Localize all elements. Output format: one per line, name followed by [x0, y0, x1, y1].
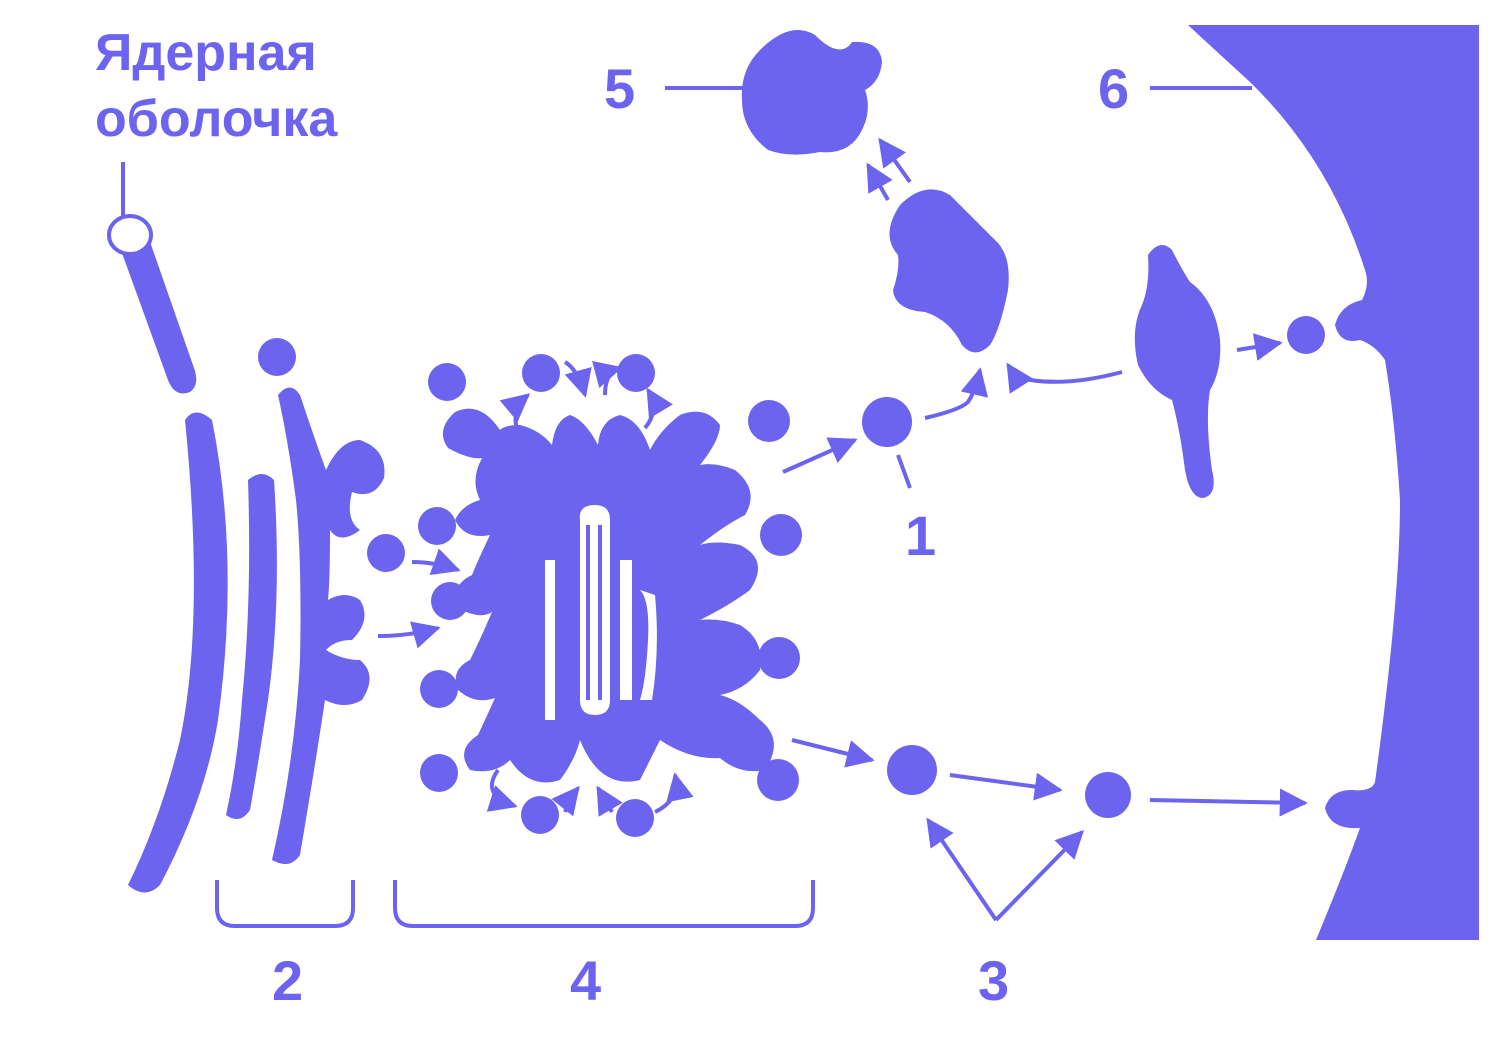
label-2: 2	[272, 949, 303, 1012]
label-3: 3	[978, 949, 1009, 1012]
vesicle-flow-arrows	[377, 360, 694, 817]
golgi-apparatus	[367, 354, 802, 837]
nuclear-envelope	[107, 162, 197, 394]
lysosome	[665, 30, 882, 155]
label-5: 5	[604, 57, 635, 120]
secretory-granule	[889, 189, 1009, 353]
nuclear-envelope-title-line2: оболочка	[95, 90, 338, 148]
secretory-arrows	[782, 137, 1308, 922]
secretory-vesicle-elongated	[1134, 245, 1221, 498]
label-1: 1	[905, 504, 936, 567]
endoplasmic-reticulum	[128, 338, 385, 893]
bracket-4	[393, 880, 815, 928]
plasma-membrane	[1150, 25, 1479, 940]
vesicle-1	[862, 397, 912, 489]
label-4: 4	[570, 949, 601, 1012]
transport-vesicles	[887, 316, 1325, 818]
nuclear-envelope-title-line1: Ядерная	[95, 24, 317, 82]
bracket-2	[215, 880, 355, 928]
label-6: 6	[1098, 57, 1129, 120]
